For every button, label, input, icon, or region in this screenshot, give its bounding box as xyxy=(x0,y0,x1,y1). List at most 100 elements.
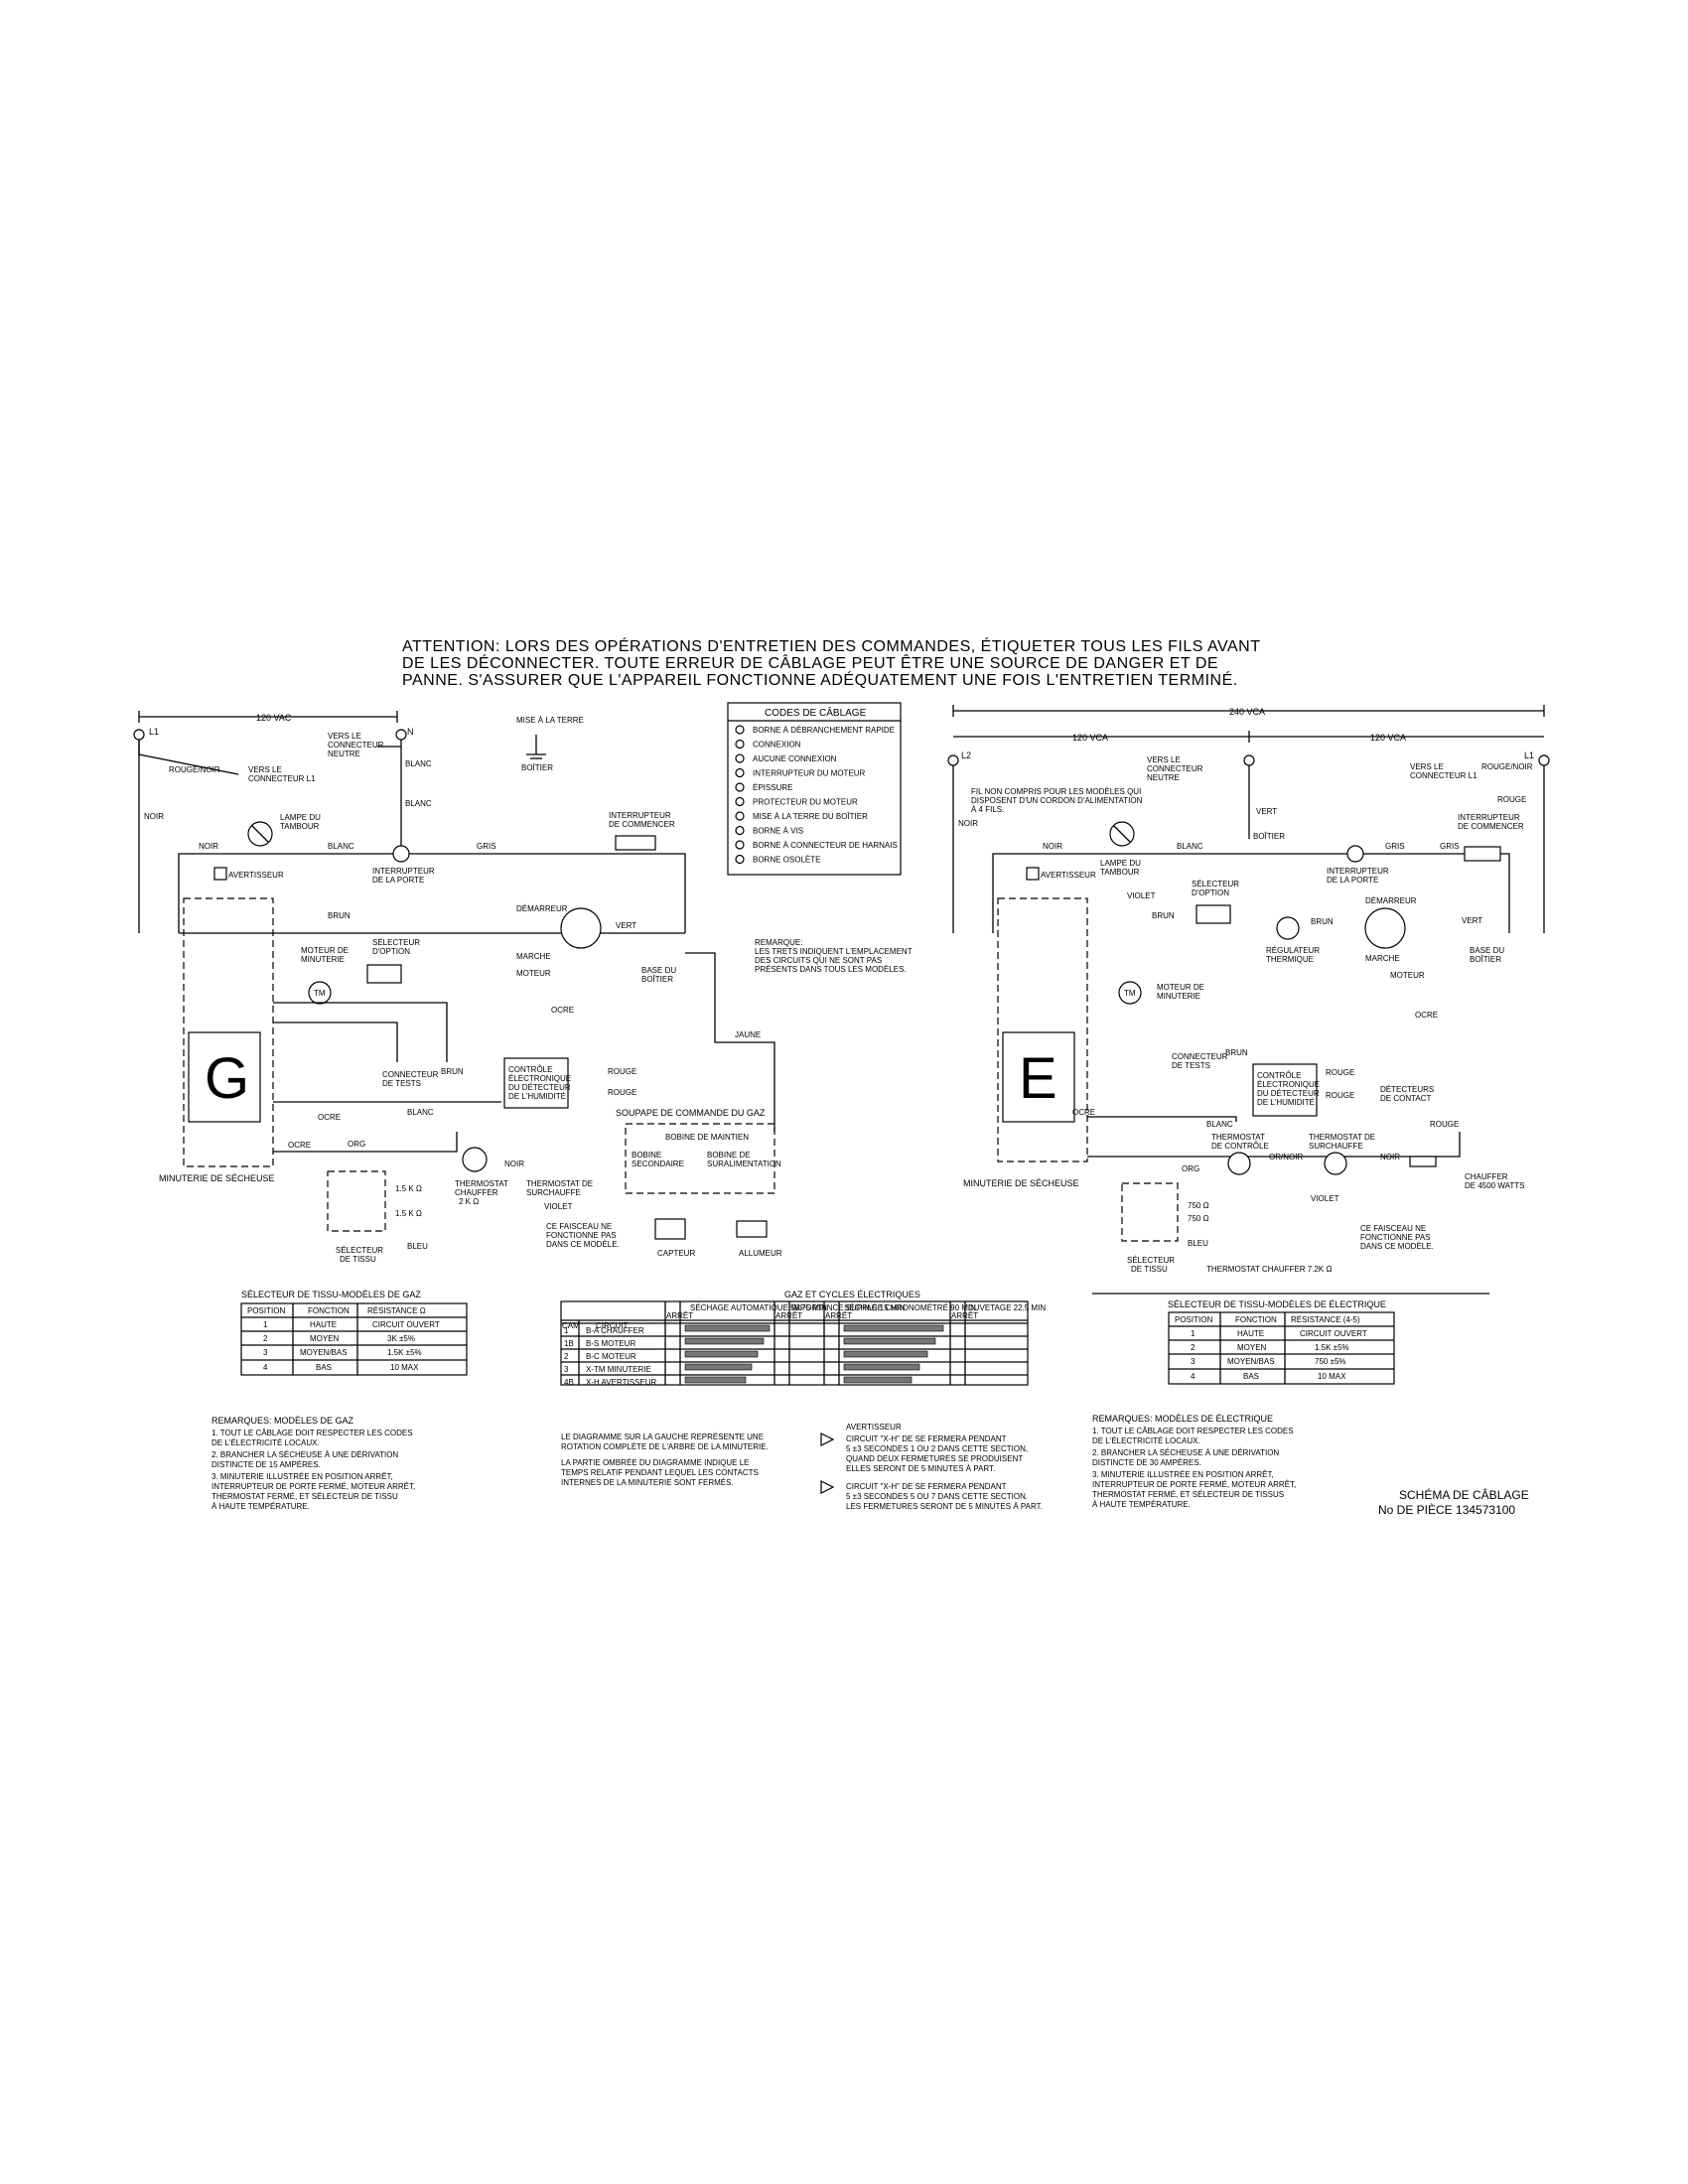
gas-option-2: D'OPTION xyxy=(372,947,410,956)
gas-bobine-sur-2: SURALIMENTATION xyxy=(707,1160,781,1168)
elec-violet: VIOLET xyxy=(1127,891,1156,900)
elec-control-thermostat-icon xyxy=(1227,1152,1251,1175)
elec-l1-terminal-icon xyxy=(1538,754,1550,766)
attention-line-1: ATTENTION: LORS DES OPÉRATIONS D'ENTRETI… xyxy=(402,636,1260,655)
elec-ctrl-3: DU DÉTECTEUR xyxy=(1257,1089,1320,1098)
gas-blanc-1: BLANC xyxy=(405,759,432,768)
gas-bobine-sec-2: SECONDAIRE xyxy=(632,1160,684,1168)
remarque-mid-3: PRÉSENTS DANS TOUS LES MODÈLES. xyxy=(755,965,907,974)
elec-th-sur-2: SURCHAUFFE xyxy=(1309,1142,1363,1151)
gas-notes: REMARQUES: MODÈLES DE GAZ 1. TOUT LE CÂB… xyxy=(211,1416,415,1511)
elec-timer-motor-icon xyxy=(1118,981,1142,1005)
gas-r2c2: 1.5K ±5% xyxy=(387,1348,422,1357)
cycle-row-cell: 3 xyxy=(564,1365,569,1374)
cyc-p2: ARRÊT xyxy=(775,1311,802,1320)
cycle-shaded-bar xyxy=(684,1376,747,1384)
gas-r3c2: 10 MAX xyxy=(390,1363,419,1372)
code-item-label: MISE À LA TERRE DU BOÎTIER xyxy=(753,812,868,821)
elec-vert-2: VERT xyxy=(1462,916,1482,925)
gas-base-1: BASE DU xyxy=(641,966,676,975)
footer: SCHÉMA DE CÂBLAGE No DE PIÈCE 134573100 xyxy=(1378,1487,1529,1517)
elec-rouge-3: ROUGE xyxy=(1430,1120,1459,1129)
code-item-label: BORNE À CONNECTEUR DE HARNAIS xyxy=(753,841,898,850)
mise-terre-2: BOÎTIER xyxy=(521,763,553,772)
elec-l2-terminal-icon xyxy=(947,754,959,766)
elec-option-1: SÉLECTEUR xyxy=(1192,880,1239,888)
cyc-p6: ARRÊT xyxy=(951,1311,978,1320)
elec-vert: VERT xyxy=(1256,807,1277,816)
elec-th-ctrl-2: DE CONTRÔLE xyxy=(1211,1142,1269,1151)
elec-gris-top: GRIS xyxy=(1385,842,1405,851)
elec-r0c1: HAUTE xyxy=(1237,1329,1264,1338)
gas-notes-title: REMARQUES: MODÈLES DE GAZ xyxy=(211,1416,354,1426)
elec-fabric-selector-box xyxy=(1121,1182,1179,1242)
elec-overheat-thermostat-icon xyxy=(1324,1152,1347,1175)
elec-l2: L2 xyxy=(961,751,971,760)
gas-lampe-2: TAMBOUR xyxy=(280,822,320,831)
elec-reg-2: THERMIQUE xyxy=(1266,955,1314,964)
gas-r0c2: CIRCUIT OUVERT xyxy=(372,1320,440,1329)
gas-r15-a: 1.5 K Ω xyxy=(395,1184,422,1193)
elec-start-1: INTERRUPTEUR xyxy=(1458,813,1520,822)
gas-start-switch-2: DE COMMENCER xyxy=(609,820,675,829)
cycle-shaded-bar xyxy=(684,1363,753,1371)
gas-buzzer-icon xyxy=(213,867,227,881)
gas-brun-2: BRUN xyxy=(441,1067,464,1076)
electric-wiring-diagram: 240 VCA 120 VCA 120 VCA L2 L1 VERS LE CO… xyxy=(947,705,1550,1295)
gas-motor-icon xyxy=(560,907,602,949)
avert-a-2: QUAND DEUX FERMETURES SE PRODUISENT xyxy=(846,1454,1023,1463)
elec-brun-3: BRUN xyxy=(1225,1048,1248,1057)
gas-r0c1: HAUTE xyxy=(310,1320,337,1329)
gas-igniter-icon xyxy=(736,1220,768,1238)
elec-ocre-2: OCRE xyxy=(1072,1108,1095,1117)
elec-blanc: BLANC xyxy=(1206,1120,1233,1129)
gas-table-title: SÉLECTEUR DE TISSU-MODÈLES DE GAZ xyxy=(241,1290,421,1299)
wiring-codes-legend: CODES DE CÂBLAGE BORNE À DÉBRANCHEMENT R… xyxy=(727,702,902,876)
code-symbol-icon xyxy=(735,796,745,807)
elec-sel-tissu-2: DE TISSU xyxy=(1131,1265,1168,1274)
gas-moteur: MOTEUR xyxy=(516,969,551,978)
gas-r3c1: BAS xyxy=(316,1363,332,1372)
elec-gris-top-2: GRIS xyxy=(1440,842,1460,851)
elec-r3c0: 4 xyxy=(1191,1372,1196,1381)
gas-th-ch-3: 2 K Ω xyxy=(459,1197,479,1206)
elec-note-3: DISTINCTE DE 30 AMPÈRES. xyxy=(1092,1458,1201,1467)
elec-avertisseur: AVERTISSEUR xyxy=(1041,871,1096,880)
avertisseur-notes: AVERTISSEUR CIRCUIT "X-H" DE SE FERMERA … xyxy=(820,1423,1043,1511)
elec-thermal-regulator-icon xyxy=(1276,916,1300,940)
gas-voltage-label: 120 VAC xyxy=(256,713,292,723)
gas-fabric-selector-box xyxy=(327,1170,386,1232)
elec-vers-neutre-2: CONNECTEUR xyxy=(1147,764,1203,773)
elec-noir-top: NOIR xyxy=(1043,842,1062,851)
cycle-row-cell: 1B xyxy=(564,1339,574,1348)
elec-violet-2: VIOLET xyxy=(1311,1194,1339,1203)
elec-fil-2: DISPOSENT D'UN CORDON D'ALIMENTATION xyxy=(971,796,1143,805)
gas-connecteur-tests-2: DE TESTS xyxy=(382,1079,421,1088)
cycle-shaded-bar xyxy=(684,1337,765,1345)
elec-moteur-min-1: MOTEUR DE xyxy=(1157,983,1204,992)
elec-th-chauffer: THERMOSTAT CHAUFFER 7.2K Ω xyxy=(1206,1265,1332,1274)
gas-n-label: N xyxy=(407,727,414,737)
elec-r1c2: 1.5K ±5% xyxy=(1315,1343,1349,1352)
cycle-row-cell: B-S MOTEUR xyxy=(586,1339,635,1348)
gas-r1c1: MOYEN xyxy=(310,1334,340,1343)
gas-fabric-table: SÉLECTEUR DE TISSU-MODÈLES DE GAZ POSITI… xyxy=(240,1290,468,1376)
elec-buzzer-icon xyxy=(1026,867,1040,881)
gas-n-terminal-icon xyxy=(395,729,407,741)
gas-rouge-2: ROUGE xyxy=(608,1088,636,1097)
gas-l1-terminal-icon xyxy=(133,729,145,741)
code-symbol-icon xyxy=(735,767,745,778)
avert-b-1: 5 ±3 SECONDES 5 OU 7 DANS CETTE SECTION. xyxy=(846,1492,1028,1501)
elec-ocre-1: OCRE xyxy=(1415,1011,1438,1020)
gas-brun-1: BRUN xyxy=(328,911,351,920)
cycle-row-cell: 4B xyxy=(564,1378,574,1387)
cyc-h1: CIRCUIT xyxy=(596,1321,629,1330)
avert-b-0: CIRCUIT "X-H" DE SE FERMERA PENDANT xyxy=(846,1482,1007,1491)
gas-demarreur-2: MARCHE xyxy=(516,952,551,961)
gas-faisceau-2: FONCTIONNE PAS xyxy=(546,1231,617,1240)
gas-vers-l1-2: CONNECTEUR L1 xyxy=(248,774,316,783)
svg-text:TM: TM xyxy=(314,989,326,998)
gas-door-switch-2: DE LA PORTE xyxy=(372,876,424,885)
gas-ocre-2: OCRE xyxy=(318,1113,341,1122)
remarque-mid: REMARQUE: LES TRETS INDIQUENT L'EMPLACEM… xyxy=(755,938,913,974)
